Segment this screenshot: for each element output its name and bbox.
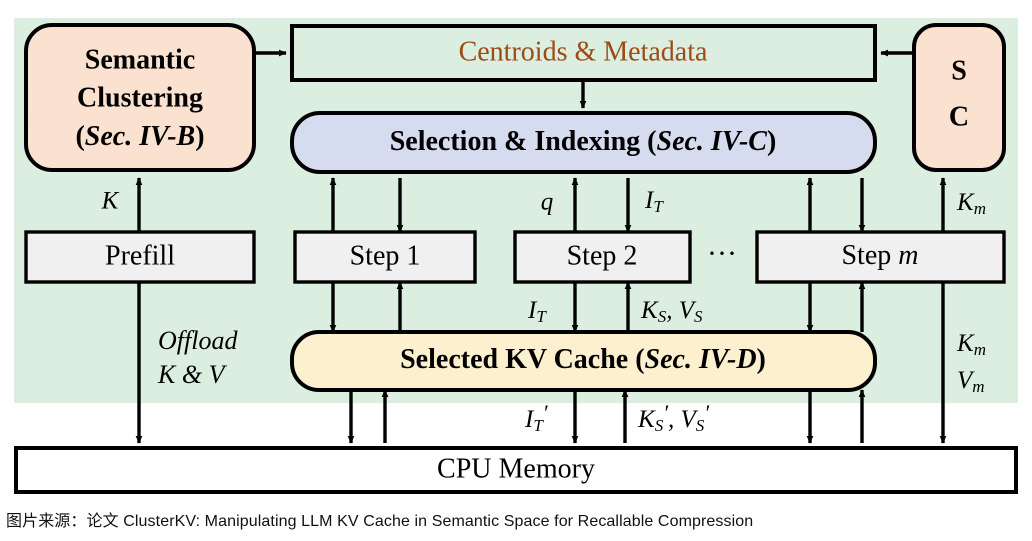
step-m-label: Step m <box>841 240 918 271</box>
edge-label-q: q <box>541 189 554 216</box>
box-step-1[interactable]: Step 1 <box>293 230 477 284</box>
step-1-label: Step 1 <box>350 240 421 271</box>
selection-indexing-label: Selection & Indexing (Sec. IV-C) <box>390 126 777 157</box>
edge-label-ks-vs: KS, VS <box>640 297 703 326</box>
box-step-2[interactable]: Step 2 <box>513 230 692 284</box>
edge-label-offload-2: K & V <box>157 360 228 389</box>
semantic-clustering-line3: (Sec. IV-B) <box>75 121 204 152</box>
edge-label-km-right: Km <box>956 330 986 359</box>
semantic-clustering-line2: Clustering <box>77 82 203 113</box>
edge-label-k: K <box>101 188 120 215</box>
box-step-m[interactable]: Step m <box>755 230 1006 284</box>
box-selected-kv-cache[interactable]: Selected KV Cache (Sec. IV-D) <box>290 330 877 392</box>
box-semantic-clustering[interactable]: Semantic Clustering (Sec. IV-B) <box>24 23 256 172</box>
steps-ellipsis: ··· <box>707 237 737 270</box>
edge-label-offload-1: Offload <box>158 326 238 355</box>
architecture-diagram: Semantic Clustering (Sec. IV-B) Centroid… <box>14 18 1018 494</box>
edge-label-km-top: Km <box>956 189 986 218</box>
source-caption-text: 图片来源：论文 ClusterKV: Manipulating LLM KV C… <box>6 513 754 530</box>
edge-label-ks-vs-prime: KS′, VS′ <box>637 400 710 435</box>
centroids-metadata-label: Centroids & Metadata <box>459 36 708 67</box>
edge-label-it-mid: IT <box>527 297 547 326</box>
sc-line1: S <box>951 55 967 86</box>
source-caption: 图片来源：论文 ClusterKV: Manipulating LLM KV C… <box>0 497 1032 541</box>
selected-kv-cache-label: Selected KV Cache (Sec. IV-D) <box>400 344 766 375</box>
box-centroids-metadata[interactable]: Centroids & Metadata <box>290 24 877 82</box>
semantic-clustering-line1: Semantic <box>85 44 195 75</box>
box-sc[interactable]: S C <box>912 23 1006 172</box>
prefill-label: Prefill <box>105 240 175 271</box>
box-cpu-memory[interactable]: CPU Memory <box>14 446 1018 494</box>
edge-label-vm-right: Vm <box>957 367 985 396</box>
sc-line2: C <box>949 101 969 132</box>
box-selection-indexing[interactable]: Selection & Indexing (Sec. IV-C) <box>290 111 877 174</box>
step-2-label: Step 2 <box>567 240 638 271</box>
edge-label-it-prime: IT′ <box>524 400 549 435</box>
box-prefill[interactable]: Prefill <box>24 230 256 284</box>
edge-label-it-top: IT <box>644 187 664 216</box>
cpu-memory-label: CPU Memory <box>437 453 595 484</box>
